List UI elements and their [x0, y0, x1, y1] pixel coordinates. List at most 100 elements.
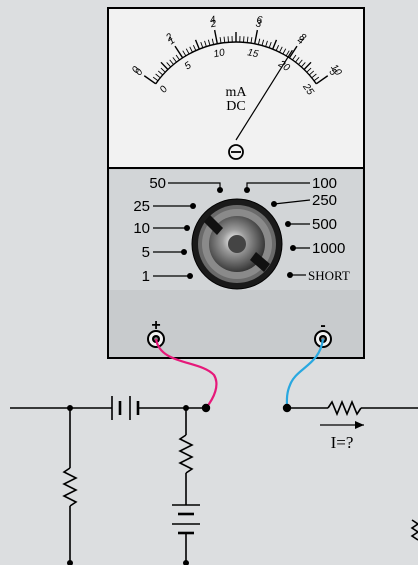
scale-tick: [157, 70, 164, 76]
range-position-dot: [217, 187, 223, 193]
scale-tick: [261, 39, 265, 46]
range-position-dot: [287, 272, 293, 278]
meter-scale: [143, 29, 329, 85]
middle-scale-label: 15: [246, 47, 259, 60]
circuit-junctions: [67, 403, 292, 565]
middle-scale-label: 10: [213, 47, 226, 60]
scale-tick: [300, 62, 306, 68]
scale-tick: [250, 37, 253, 44]
scale-tick: [246, 36, 249, 43]
negative-test-lead[interactable]: [285, 338, 325, 409]
middle-scale-label: 0: [158, 84, 170, 95]
range-label-100[interactable]: 100: [312, 175, 337, 192]
scale-tick: [172, 57, 177, 63]
scale-tick: [152, 76, 159, 82]
range-leader-line: [273, 199, 311, 205]
scale-tick: [182, 50, 187, 57]
range-label-50[interactable]: 50: [149, 175, 166, 192]
scale-tick: [185, 48, 190, 55]
scale-tick: [213, 29, 218, 44]
range-label-1[interactable]: 1: [142, 268, 150, 285]
range-label-5[interactable]: 5: [142, 244, 150, 261]
scale-arc: [155, 41, 317, 85]
inner-scale-label: 5: [326, 67, 338, 78]
positive-terminal-label: +: [151, 317, 160, 334]
outer-scale-label: 6: [255, 14, 263, 26]
scale-tick: [303, 61, 312, 70]
positive-test-lead[interactable]: [154, 338, 218, 409]
inner-scale-label: 1: [166, 35, 177, 47]
circuit-wiring: [10, 396, 418, 565]
scale-tick: [211, 38, 215, 45]
outer-scale-label: 0: [130, 64, 142, 75]
range-label-250[interactable]: 250: [312, 192, 337, 209]
inner-scale-label: 3: [255, 18, 263, 30]
scale-tick: [143, 75, 157, 85]
scale-tick: [166, 62, 172, 68]
outer-scale-label: 4: [209, 14, 217, 26]
range-position-dot: [290, 245, 296, 251]
range-position-dot: [181, 249, 187, 255]
zero-adjust-screw[interactable]: [228, 144, 244, 160]
scale-tick: [275, 44, 280, 51]
scale-tick: [306, 67, 312, 73]
scale-tick: [254, 29, 259, 44]
scale-tick: [311, 73, 317, 79]
scale-tick: [272, 39, 278, 50]
scale-tick: [292, 54, 297, 61]
range-label-10[interactable]: 10: [133, 220, 150, 237]
scale-tick: [295, 57, 300, 63]
range-position-dot: [190, 203, 196, 209]
inner-scale-label: 4: [295, 35, 306, 47]
scale-tick: [288, 45, 298, 59]
unit-ma: mA: [226, 85, 248, 100]
scale-tick: [174, 45, 184, 59]
range-position-dot: [184, 225, 190, 231]
scale-tick: [268, 41, 272, 48]
scale-tick: [169, 59, 174, 65]
outer-scale-label: 2: [163, 31, 175, 44]
range-position-dot: [271, 201, 277, 207]
range-position-dot: [187, 273, 193, 279]
range-position-dot: [285, 221, 291, 227]
meter-needle: [235, 49, 293, 141]
scale-tick: [298, 59, 303, 65]
unit-dc: DC: [226, 99, 245, 114]
range-position-dot: [244, 187, 250, 193]
scale-tick: [223, 36, 226, 43]
scale-tick: [315, 75, 329, 85]
scale-tick: [313, 76, 320, 82]
negative-terminal-label: -: [320, 317, 325, 334]
scale-tick: [192, 44, 197, 51]
scale-tick: [200, 41, 204, 48]
range-label-1000[interactable]: 1000: [312, 240, 345, 257]
scale-tick: [282, 48, 287, 55]
scale-tick: [194, 39, 200, 50]
outer-scale-label: 8: [297, 32, 308, 44]
scale-tick: [265, 40, 268, 47]
inner-scale-label: 0: [133, 67, 145, 78]
scale-tick: [257, 38, 261, 45]
current-unknown-label: I=?: [331, 433, 354, 452]
scale-tick: [189, 46, 193, 53]
scale-tick: [160, 67, 166, 73]
scale-tick: [285, 50, 290, 57]
scale-tick: [279, 46, 283, 53]
scale-tick: [160, 61, 169, 70]
range-label-25[interactable]: 25: [133, 198, 150, 215]
scale-tick: [175, 54, 180, 61]
range-selector-knob[interactable]: [191, 198, 283, 290]
scale-tick: [204, 40, 207, 47]
range-label-short[interactable]: SHORT: [308, 268, 350, 283]
scale-tick: [155, 73, 161, 79]
scale-tick: [207, 39, 211, 46]
range-label-500[interactable]: 500: [312, 216, 337, 233]
inner-scale-label: 2: [209, 18, 218, 30]
scale-tick: [219, 37, 222, 44]
middle-scale-label: 5: [183, 60, 194, 72]
scale-tick: [308, 70, 315, 76]
